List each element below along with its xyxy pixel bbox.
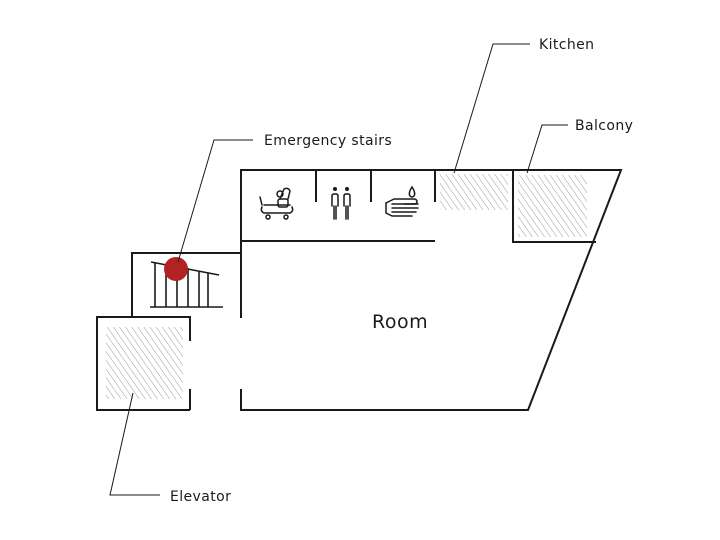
emergency-stairs-marker [164,257,188,281]
kitchen-hatch [440,174,508,210]
balcony-hatch [518,175,587,237]
emergency-stairs-label: Emergency stairs [264,133,392,149]
hand-washing-icon [385,185,419,217]
room-label: Room [372,311,428,333]
elevator-label: Elevator [170,489,231,505]
emergency-stairs-leader [177,139,253,263]
kitchen-label: Kitchen [539,37,594,53]
restroom-icon [331,187,351,220]
balcony-label: Balcony [575,118,633,134]
kitchen-leader [453,43,530,174]
elevator-walls [96,316,191,411]
balcony-leader [526,124,568,174]
stairs-walls [131,252,242,318]
elevator-hatch [106,327,183,399]
leader-lines [109,43,568,496]
service-strip-walls [241,170,596,243]
elevator-leader [109,392,160,496]
main-room-walls [240,169,623,411]
baby-care-icon [259,187,294,220]
